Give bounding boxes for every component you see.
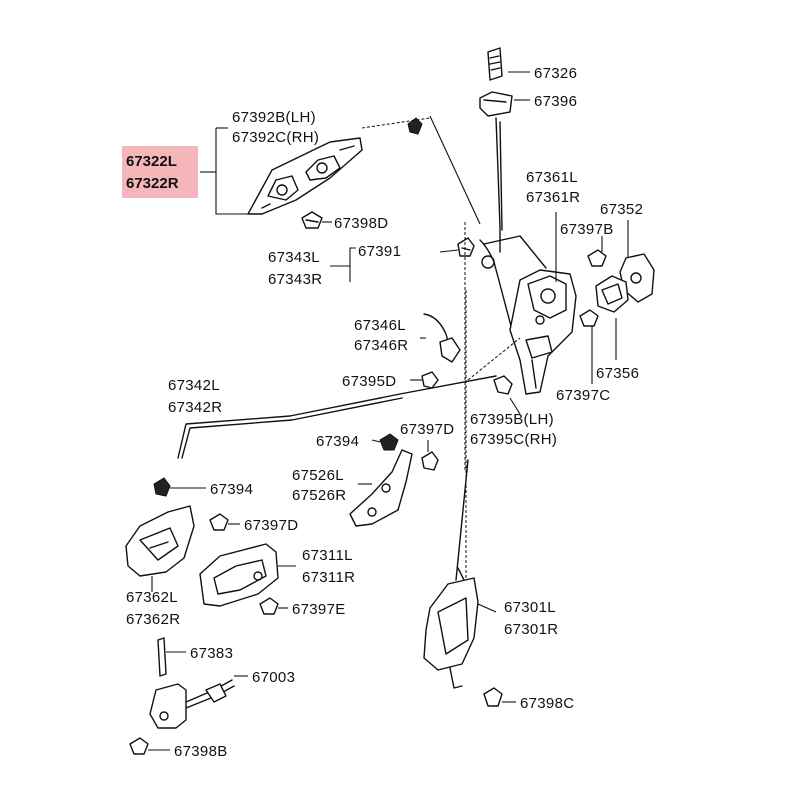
- door-check-67003-part: [149, 679, 235, 729]
- label-67383: 67383: [190, 645, 233, 662]
- screw-67397d-low-part: [209, 513, 229, 531]
- clip-67395b-part: [493, 375, 513, 395]
- label-67311l: 67311L: [302, 547, 353, 564]
- door-latch-part: [509, 269, 577, 395]
- label-67003: 67003: [252, 669, 295, 686]
- label-67362l: 67362L: [126, 589, 178, 606]
- striker-part: [595, 275, 629, 313]
- label-67352: 67352: [600, 201, 643, 218]
- label-67346r: 67346R: [354, 337, 408, 354]
- label-67361l: 67361L: [526, 169, 578, 186]
- lever-67346-part: [423, 313, 461, 363]
- screw-67397b-part: [587, 249, 607, 267]
- label-67343r: 67343R: [268, 271, 322, 288]
- label-67311r: 67311R: [302, 569, 355, 586]
- pad-67352-part: [619, 253, 655, 303]
- clip-67395d-part: [421, 371, 439, 389]
- label-67392b: 67392B(LH): [232, 109, 316, 126]
- lock-knob-part: [487, 47, 503, 81]
- label-67322r: 67322R: [126, 175, 179, 192]
- outside-handle-67301-part: [423, 567, 479, 689]
- knob-bezel-part: [479, 91, 513, 117]
- clip-67394-lower-part: [153, 477, 171, 497]
- handle-cup-67311-part: [199, 543, 279, 607]
- pin-67383-part: [157, 637, 167, 677]
- screw-67398c-part: [483, 687, 503, 707]
- label-67396: 67396: [534, 93, 577, 110]
- label-67326: 67326: [534, 65, 577, 82]
- clip-67394-upper-part: [379, 433, 399, 451]
- label-67395c: 67395C(RH): [470, 431, 557, 448]
- label-67356: 67356: [596, 365, 639, 382]
- label-67346l: 67346L: [354, 317, 406, 334]
- label-67397d-mid: 67397D: [400, 421, 454, 438]
- screw-67398d-part: [301, 211, 323, 229]
- label-67526r: 67526R: [292, 487, 346, 504]
- label-67526l: 67526L: [292, 467, 344, 484]
- label-67398b: 67398B: [174, 743, 228, 760]
- label-67322l: 67322L: [126, 153, 177, 170]
- label-67394-lower: 67394: [210, 481, 253, 498]
- inside-handle-part: [247, 137, 363, 215]
- label-67395d: 67395D: [342, 373, 396, 390]
- clip-67391-part: [457, 237, 475, 257]
- label-67397c: 67397C: [556, 387, 610, 404]
- bracket-67526-part: [349, 449, 413, 527]
- label-67343l: 67343L: [268, 249, 320, 266]
- label-67397b: 67397B: [560, 221, 614, 238]
- label-67362r: 67362R: [126, 611, 180, 628]
- clip-67392-part: [407, 117, 423, 135]
- screw-67397d-mid-part: [421, 451, 439, 471]
- label-67394-upper: 67394: [316, 433, 359, 450]
- label-67397d-low: 67397D: [244, 517, 298, 534]
- label-67397e: 67397E: [292, 601, 346, 618]
- screw-67398b-part: [129, 737, 149, 755]
- label-67391: 67391: [358, 243, 401, 260]
- label-67392c: 67392C(RH): [232, 129, 319, 146]
- label-67301r: 67301R: [504, 621, 558, 638]
- label-67395b: 67395B(LH): [470, 411, 554, 428]
- label-67342l: 67342L: [168, 377, 220, 394]
- highlight-box: [122, 146, 198, 198]
- label-67398d: 67398D: [334, 215, 388, 232]
- label-67342r: 67342R: [168, 399, 222, 416]
- bezel-67362-part: [125, 505, 195, 577]
- screw-67397e-part: [259, 597, 279, 615]
- label-67301l: 67301L: [504, 599, 556, 616]
- label-67398c: 67398C: [520, 695, 574, 712]
- screw-67397c-part: [579, 309, 599, 327]
- label-67361r: 67361R: [526, 189, 580, 206]
